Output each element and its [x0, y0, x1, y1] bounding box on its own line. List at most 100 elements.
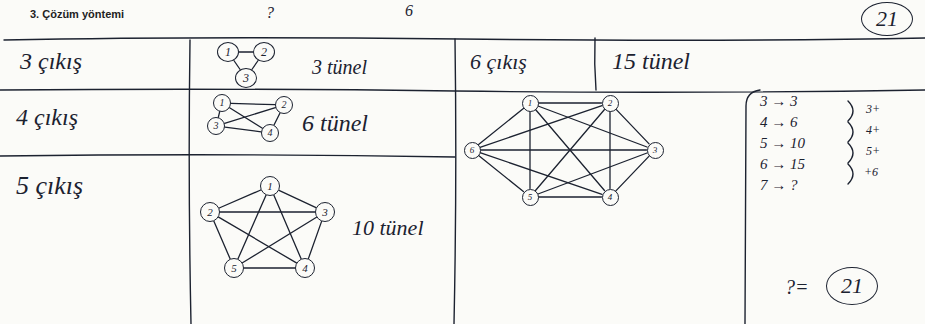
tunnel-line	[234, 61, 240, 70]
node-number: 21	[841, 275, 863, 297]
handwritten-note: 6 çıkış	[470, 50, 527, 74]
tunnel-line	[239, 51, 253, 52]
answer-circle: 21	[826, 267, 878, 305]
node-number: 3	[214, 121, 219, 131]
vertex-circle: 2	[200, 202, 220, 222]
handwritten-note: +6	[864, 166, 878, 179]
vertex-circle: 3	[235, 68, 257, 88]
vertex-circle: 4	[295, 258, 315, 278]
tunnel-line	[539, 102, 602, 103]
node-number: 3	[653, 146, 658, 155]
handwritten-note: 4 → 6	[760, 114, 798, 131]
node-number: 2	[207, 207, 213, 218]
node-number: 6	[470, 146, 475, 155]
handwritten-note: 5 → 10	[760, 135, 805, 152]
tunnel-line	[616, 156, 649, 191]
handwritten-note: 3+	[866, 103, 880, 116]
grid-line	[189, 40, 191, 324]
node-number: 4	[268, 128, 273, 138]
vertex-circle: 5	[224, 258, 244, 278]
tunnel-line	[279, 190, 316, 207]
tunnel-line	[230, 108, 263, 128]
node-number: 1	[267, 181, 273, 192]
vertex-circle: 3	[315, 202, 335, 222]
tunnel-line	[308, 221, 321, 258]
handwritten-note: 4 çıkış	[16, 104, 78, 130]
node-number: 2	[608, 99, 613, 108]
vertex-circle: 2	[602, 95, 619, 112]
handwritten-note: 5+	[866, 145, 880, 158]
vertex-circle: 1	[260, 176, 280, 196]
vertex-circle: 2	[275, 96, 293, 114]
vertex-circle: 5	[522, 189, 539, 206]
tunnel-line	[616, 109, 649, 144]
bracket	[848, 122, 853, 142]
tunnel-line	[225, 127, 261, 132]
tunnel-line	[539, 196, 602, 197]
node-number: 5	[528, 193, 533, 202]
node-number: 3	[322, 207, 328, 218]
handwritten-note: 6 tünel	[302, 110, 368, 136]
node-number: 3	[243, 72, 249, 84]
handwritten-note: 3 → 3	[760, 93, 798, 110]
tunnel-line	[538, 153, 647, 194]
tunnel-line	[238, 195, 266, 259]
vertex-circle: 4	[602, 189, 619, 206]
tunnel-line	[480, 153, 602, 195]
node-number: 1	[220, 98, 225, 108]
handwritten-note: ?	[266, 4, 274, 22]
vertex-circle: 3	[647, 142, 664, 159]
handwritten-note: 6	[405, 2, 413, 20]
tunnel-line	[481, 149, 647, 150]
answer-circle: 21	[861, 2, 913, 36]
vertex-circle: 1	[213, 94, 231, 112]
handwritten-note: 3 çıkış	[20, 48, 82, 74]
node-number: 21	[876, 8, 898, 30]
tunnel-line	[220, 211, 315, 212]
handwritten-note: 6 → 15	[760, 156, 805, 173]
bracket	[848, 143, 853, 163]
node-number: 5	[231, 263, 237, 274]
grid-line	[4, 38, 925, 41]
bracket	[848, 101, 853, 121]
grid-line	[454, 39, 456, 324]
tunnel-line	[480, 106, 602, 148]
vertex-circle: 3	[207, 117, 225, 135]
grid-line	[0, 89, 925, 92]
node-number: 4	[302, 263, 308, 274]
node-number: 1	[225, 46, 231, 58]
vertex-circle: 2	[253, 42, 275, 62]
vertex-circle: 1	[522, 95, 539, 112]
node-number: 4	[608, 193, 613, 202]
list-box-line	[745, 90, 760, 324]
grid-line	[595, 38, 596, 90]
tunnel-line	[538, 106, 647, 147]
handwritten-note: 3 tünel	[312, 56, 367, 78]
handwritten-note: 15 tünel	[612, 48, 690, 74]
tunnel-line	[274, 113, 280, 125]
tunnel-line	[479, 108, 524, 144]
tunnel-line	[479, 155, 524, 191]
vertex-circle: 1	[217, 42, 239, 62]
tunnel-line	[252, 61, 258, 70]
handwritten-note: 4+	[866, 124, 880, 137]
handwritten-note: 10 tünel	[352, 216, 424, 240]
vertex-circle: 4	[261, 124, 279, 142]
grid-line	[0, 155, 455, 157]
node-number: 2	[282, 100, 287, 110]
tunnel-line	[225, 108, 276, 124]
handwritten-note: 7 → ?	[760, 177, 798, 194]
tunnel-line	[219, 190, 261, 208]
handwritten-note: ?=	[785, 276, 809, 298]
tunnel-line	[214, 221, 230, 259]
tunnel-line	[243, 217, 317, 263]
bracket	[848, 164, 853, 184]
node-number: 1	[528, 99, 533, 108]
tunnel-line	[274, 195, 301, 259]
vertex-circle: 6	[464, 142, 481, 159]
tunnel-line	[231, 103, 275, 104]
tunnel-line	[244, 267, 295, 268]
tunnel-line	[219, 217, 297, 263]
sheet-heading: 3. Çözüm yöntemi	[30, 8, 124, 20]
